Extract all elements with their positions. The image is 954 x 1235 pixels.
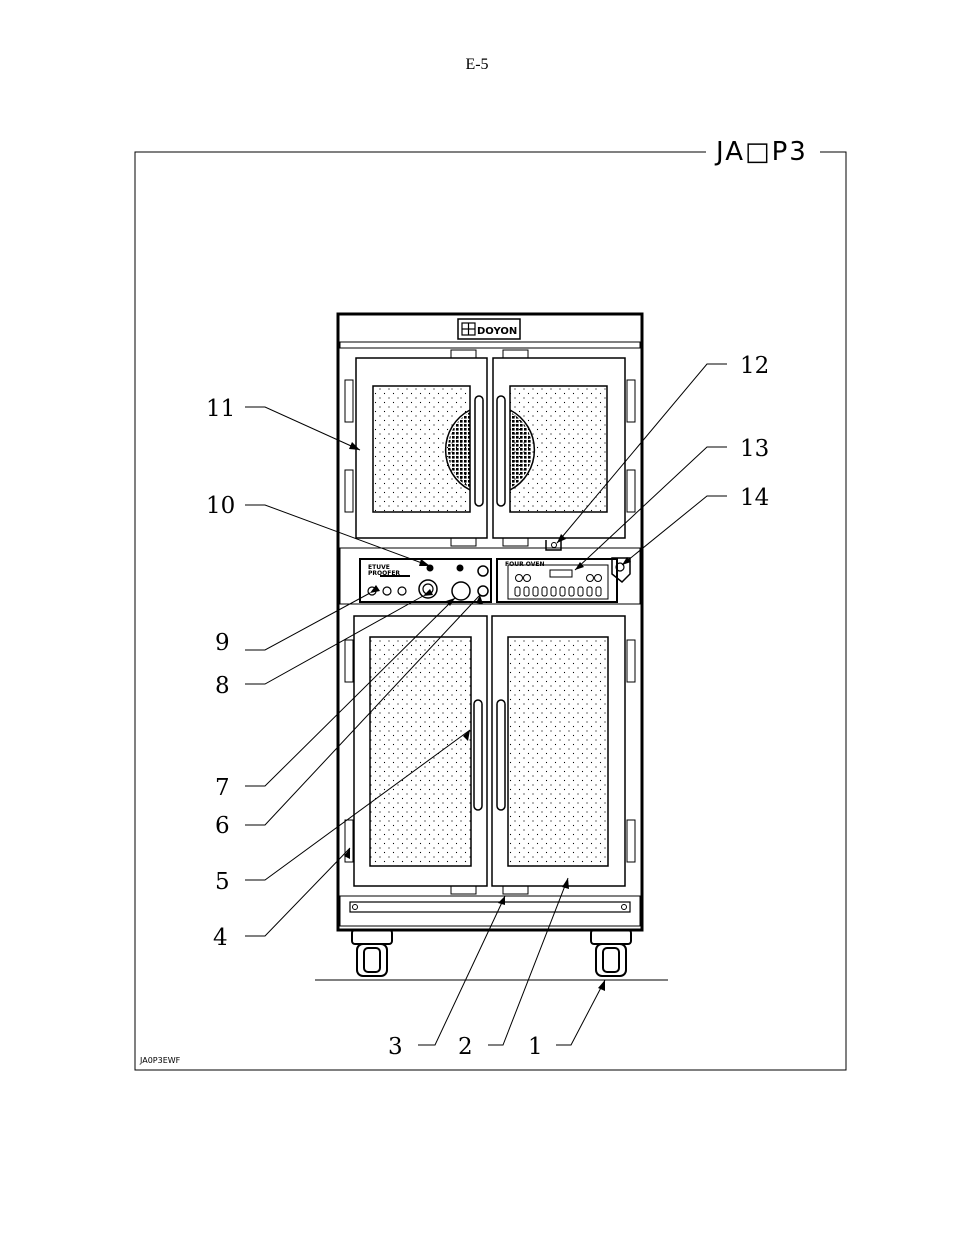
callout-2: 2 [458,1034,473,1060]
brand-plate: DOYON [457,318,521,340]
figure-frame [134,151,847,1071]
callout-3: 3 [388,1034,403,1060]
cabinet [336,312,644,932]
callout-6: 6 [215,813,230,839]
callout-4: 4 [213,925,228,951]
caster-right [590,929,632,977]
callout-5: 5 [215,869,230,895]
callout-9: 9 [215,630,230,656]
oven-doors[interactable] [344,349,636,551]
caster-left [351,929,393,977]
callout-8: 8 [215,673,230,699]
drip-tray [349,901,631,913]
proofer-label-fr: ETUVE [368,564,390,571]
brand-logo: DOYON [477,326,517,337]
callout-11: 11 [206,396,235,422]
callout-10: 10 [206,493,235,519]
callout-13: 13 [740,436,769,462]
proofer-label-en: PROOFER [368,570,400,577]
model-label: JA□P3 [714,137,808,167]
callout-12: 12 [740,353,769,379]
callout-14: 14 [740,485,769,511]
leader-arrowheads [344,442,631,991]
oven-indicator-row [514,586,602,597]
leader-lines [245,363,727,1046]
oven-label: FOUR OVEN [505,561,544,568]
proofer-doors[interactable] [344,615,636,895]
page-number: E-5 [465,56,489,73]
figure-code: JA0P3EWF [139,1056,181,1065]
oven-control-panel[interactable] [496,558,618,603]
callout-1: 1 [528,1034,543,1060]
callout-7: 7 [215,775,230,801]
